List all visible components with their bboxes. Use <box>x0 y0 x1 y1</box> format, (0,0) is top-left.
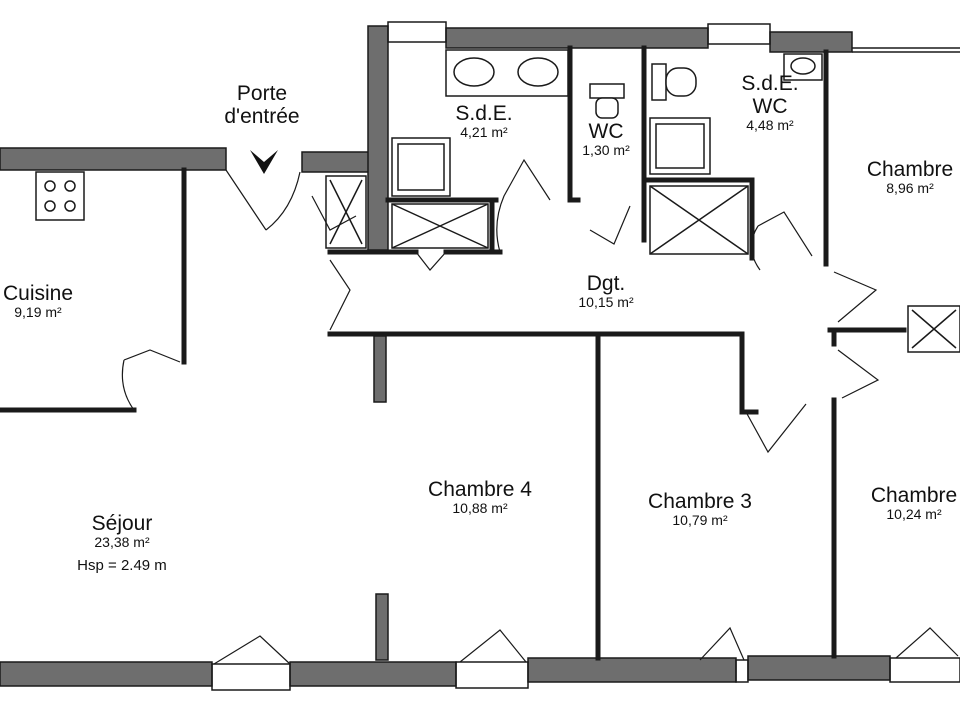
room-area: 9,19 m² <box>14 304 62 321</box>
entrance-label-line2: d'entrée <box>224 105 300 129</box>
room-chambre-se: Chambre 10,24 m² <box>871 484 957 522</box>
room-name: WC <box>588 120 624 143</box>
room-area: 23,38 m² <box>94 534 150 551</box>
toilet-icon <box>589 83 625 119</box>
ceiling-height: Hsp = 2.49 m <box>77 557 167 575</box>
room-sejour: Séjour 23,38 m² Hsp = 2.49 m <box>77 512 167 575</box>
room-sde-1: S.d.E. 4,21 m² <box>455 102 512 140</box>
room-name: Dgt. <box>586 272 626 295</box>
room-name: Chambre <box>866 158 954 181</box>
room-name: Chambre <box>870 484 958 507</box>
closet-icon-2 <box>649 185 749 255</box>
room-cuisine: Cuisine 9,19 m² <box>3 282 73 320</box>
entrance-label: Porte d'entrée <box>224 82 299 128</box>
room-area: 10,15 m² <box>578 294 634 311</box>
partitions <box>0 45 960 661</box>
room-area: 8,96 m² <box>886 180 934 197</box>
room-name: Séjour <box>91 512 153 535</box>
shower-icon-2 <box>649 117 711 175</box>
fixtures <box>35 49 957 349</box>
cupboard-icon <box>329 179 363 245</box>
shower-icon <box>391 137 451 197</box>
windows <box>211 21 960 691</box>
room-area: 1,30 m² <box>582 142 630 159</box>
room-area: 10,79 m² <box>672 512 728 529</box>
room-name: Cuisine <box>2 282 74 305</box>
room-name: Chambre 3 <box>648 490 752 513</box>
room-dgt: Dgt. 10,15 m² <box>578 272 633 310</box>
room-chambre-4: Chambre 4 10,88 m² <box>428 478 532 516</box>
door-swings <box>121 158 959 665</box>
entrance-arrow-icon <box>250 150 278 174</box>
room-name-2: WC <box>752 95 788 119</box>
entrance-label-line1: Porte <box>236 82 288 105</box>
room-chambre-ne: Chambre 8,96 m² <box>867 158 953 196</box>
room-chambre-3: Chambre 3 10,79 m² <box>648 490 752 528</box>
room-name: S.d.E. <box>455 102 513 125</box>
toilet-icon-2 <box>651 63 697 101</box>
room-name: S.d.E. <box>741 72 799 95</box>
double-sink-icon <box>445 49 569 97</box>
room-area: 4,21 m² <box>460 124 508 141</box>
closet-icon <box>391 203 489 249</box>
room-area: 4,48 m² <box>746 117 794 134</box>
room-area: 10,24 m² <box>886 506 942 523</box>
room-name: Chambre 4 <box>428 478 532 501</box>
exterior-walls <box>0 25 891 687</box>
sink-icon <box>783 53 823 81</box>
cooktop-icon <box>35 171 85 221</box>
cupboard-icon-2 <box>911 309 957 349</box>
room-wc: WC 1,30 m² <box>582 120 629 158</box>
room-sde-2: S.d.E. WC 4,48 m² <box>741 72 798 134</box>
room-area: 10,88 m² <box>452 500 508 517</box>
